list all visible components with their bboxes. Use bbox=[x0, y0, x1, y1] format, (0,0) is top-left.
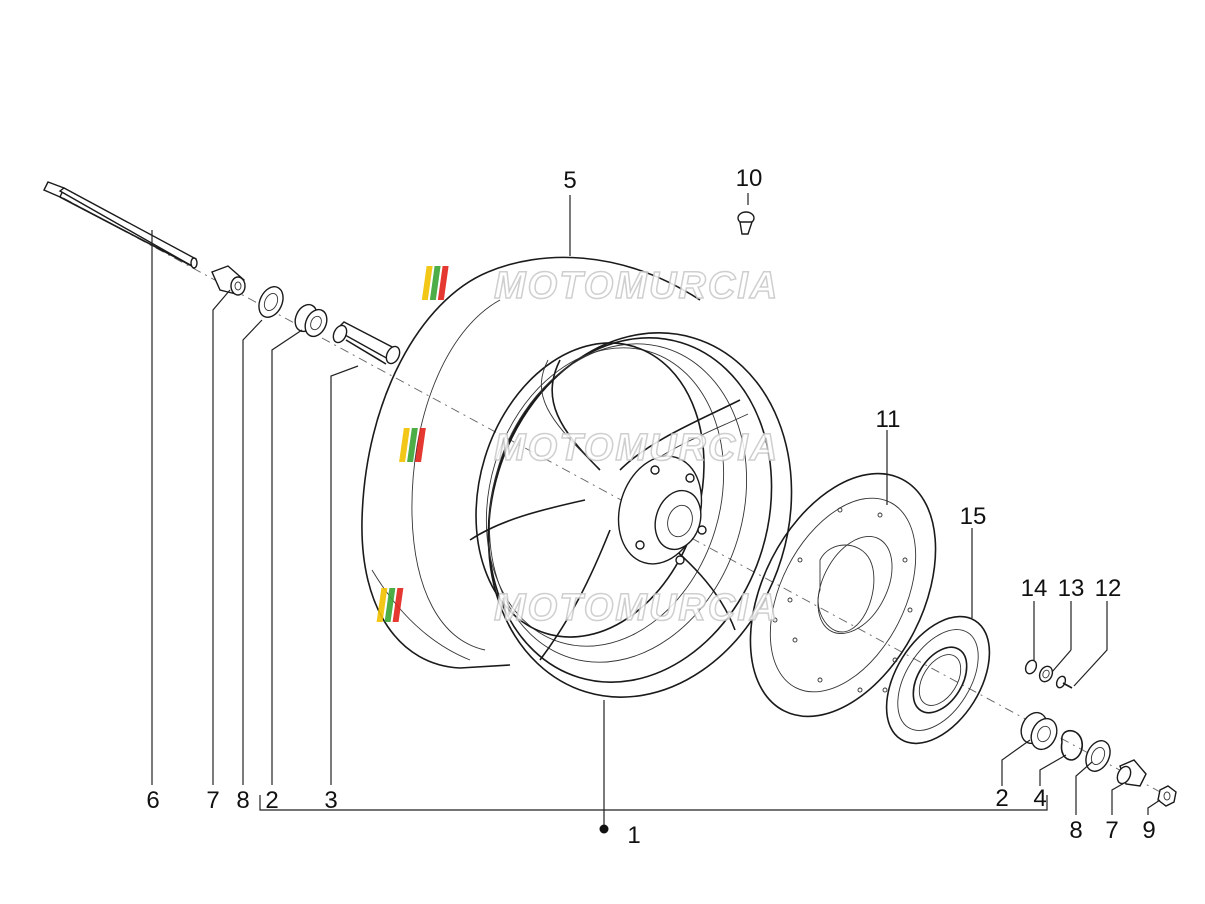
brake-disc bbox=[749, 472, 937, 718]
spacer-right bbox=[1116, 759, 1147, 787]
bearing-left bbox=[294, 303, 328, 338]
callout-9: 9 bbox=[1142, 817, 1155, 844]
callout-6: 6 bbox=[146, 787, 159, 814]
callout-labels: 5 10 11 15 14 13 12 6 7 8 2 3 2 4 1 8 7 … bbox=[146, 165, 1155, 849]
callout-5: 5 bbox=[563, 167, 576, 194]
callout-15: 15 bbox=[960, 503, 987, 530]
valve-screw bbox=[737, 211, 755, 235]
callout-8-right: 8 bbox=[1069, 817, 1082, 844]
assembly-bullet bbox=[599, 824, 609, 834]
screw-12 bbox=[1055, 675, 1073, 689]
circlip bbox=[1060, 729, 1084, 761]
wheel-rim bbox=[469, 332, 793, 698]
tyre bbox=[361, 256, 701, 669]
callout-13: 13 bbox=[1058, 575, 1085, 602]
watermark-text-top: MOTOMURCIA bbox=[494, 265, 779, 307]
washer-right bbox=[1085, 740, 1111, 772]
callout-4: 4 bbox=[1033, 785, 1046, 812]
callout-2-right: 2 bbox=[995, 785, 1008, 812]
callout-7-left: 7 bbox=[206, 787, 219, 814]
callout-2-left: 2 bbox=[265, 787, 278, 814]
callout-11: 11 bbox=[876, 406, 901, 433]
washer-13 bbox=[1038, 665, 1054, 683]
axle-nut-right bbox=[1157, 785, 1177, 807]
callout-14: 14 bbox=[1021, 575, 1048, 602]
washer-left bbox=[258, 286, 284, 318]
callout-1: 1 bbox=[627, 822, 640, 849]
bearing-right bbox=[1020, 711, 1058, 751]
watermark-top: MOTOMURCIA bbox=[421, 264, 779, 308]
tone-ring bbox=[885, 615, 991, 745]
callout-3: 3 bbox=[324, 787, 337, 814]
watermark-middle: MOTOMURCIA bbox=[399, 426, 779, 470]
disc-vent-holes bbox=[772, 507, 913, 693]
axle-nut-left bbox=[211, 265, 246, 296]
callout-10: 10 bbox=[736, 165, 763, 192]
axle-shaft bbox=[43, 181, 198, 269]
watermark-bottom: MOTOMURCIA bbox=[376, 586, 779, 630]
callout-8-left: 8 bbox=[236, 787, 249, 814]
spacer-tube bbox=[332, 321, 401, 365]
watermark-text-bottom: MOTOMURCIA bbox=[494, 587, 779, 629]
watermark-text-middle: MOTOMURCIA bbox=[494, 427, 779, 469]
leader-lines bbox=[151, 193, 1161, 834]
callout-12: 12 bbox=[1095, 575, 1122, 602]
washer-14 bbox=[1024, 659, 1038, 675]
callout-7-right: 7 bbox=[1105, 817, 1118, 844]
